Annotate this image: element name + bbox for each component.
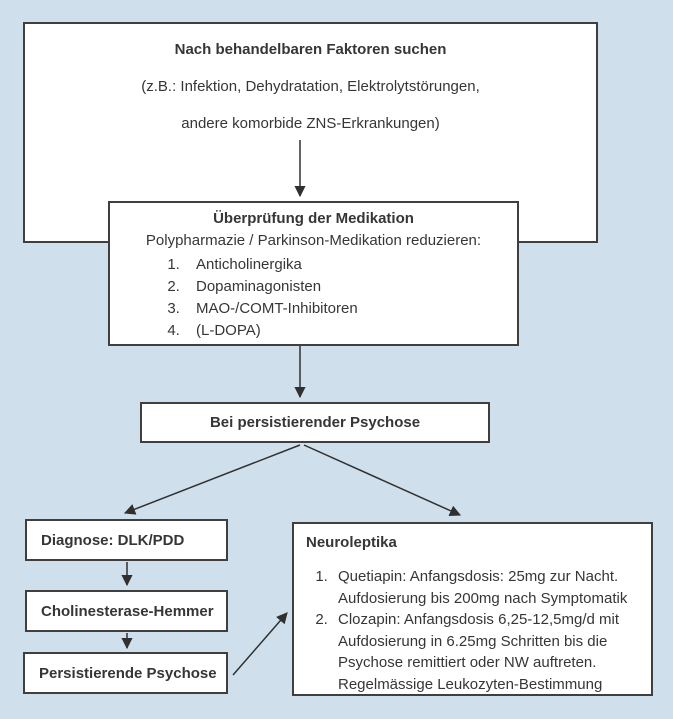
medication-review-title: Überprüfung der Medikation	[213, 210, 414, 227]
medication-review-subtitle: Polypharmazie / Parkinson-Medikation red…	[145, 232, 482, 249]
list-item: Clozapin: Anfangsdosis 6,25-12,5mg/d mit…	[332, 609, 643, 695]
cholinesterase-label: Cholinesterase-Hemmer	[41, 602, 214, 620]
treatable-factors-examples-line1: (z.B.: Infektion, Dehydratation, Elektro…	[141, 78, 480, 95]
medication-review-list: Anticholinergika Dopaminagonisten MAO-/C…	[110, 254, 517, 342]
diagnosis-dlk-pdd-box: Diagnose: DLK/PDD	[25, 519, 228, 561]
list-item: MAO-/COMT-Inhibitoren	[184, 298, 517, 320]
list-item: Dopaminagonisten	[184, 276, 517, 298]
arrow-gate-to-diagnosis	[123, 444, 301, 515]
list-item: (L-DOPA)	[184, 320, 517, 342]
cholinesterase-inhibitor-box: Cholinesterase-Hemmer	[25, 590, 228, 632]
neuroleptics-box: Neuroleptika Quetiapin: Anfangsdosis: 25…	[292, 522, 653, 696]
list-item: Quetiapin: Anfangsdosis: 25mg zur Nacht.…	[332, 566, 643, 609]
persistent-psychosis-gate-box: Bei persistierender Psychose	[140, 402, 490, 443]
medication-review-box: Überprüfung der Medikation Polypharmazie…	[108, 201, 519, 346]
arrow-persistent-to-neuroleptics	[232, 612, 288, 676]
neuroleptics-title: Neuroleptika	[306, 534, 397, 551]
diagnosis-label: Diagnose: DLK/PDD	[41, 531, 185, 549]
list-item: Anticholinergika	[184, 254, 517, 276]
neuroleptics-list: Quetiapin: Anfangsdosis: 25mg zur Nacht.…	[306, 566, 643, 695]
treatable-factors-title: Nach behandelbaren Faktoren suchen	[174, 41, 447, 58]
arrow-gate-to-neuroleptics	[303, 444, 462, 516]
persistent-psychosis-box: Persistierende Psychose	[23, 652, 228, 694]
treatable-factors-examples-line2: andere komorbide ZNS-Erkrankungen)	[181, 115, 440, 132]
persistent-psychosis-label: Persistierende Psychose	[39, 664, 217, 682]
